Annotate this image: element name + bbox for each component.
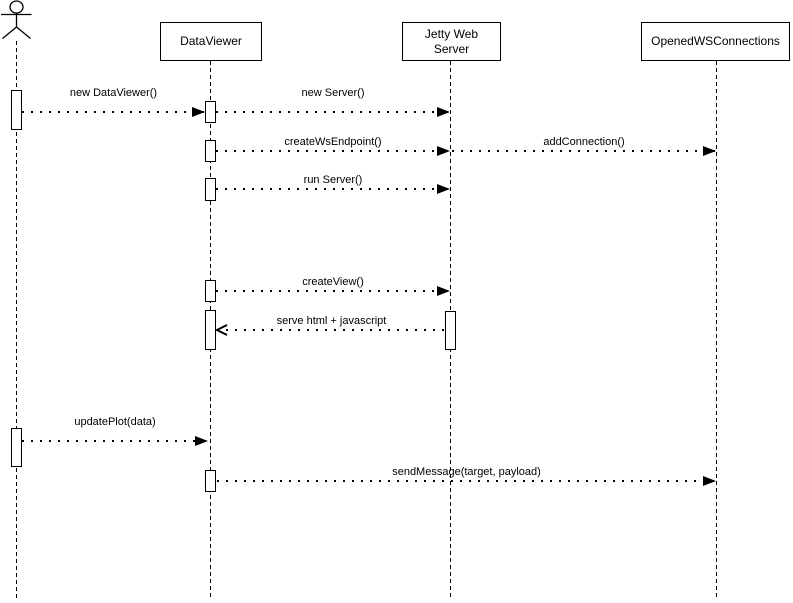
message-label: serve html + javascript [276,315,387,327]
message-label: createView() [302,276,364,288]
message-label: sendMessage(target, payload) [392,466,541,478]
message-label: updatePlot(data) [74,416,156,428]
participant-box-openedwsconnections: OpenedWSConnections [641,22,790,61]
participant-label: OpenedWSConnections [651,34,780,48]
message-label: createWsEndpoint() [284,136,382,148]
dotted-line [217,480,716,482]
participant-label: DataViewer [180,34,242,48]
message-label: run Server() [303,174,363,186]
dotted-line [22,111,205,113]
participant-box-dataviewer: DataViewer [160,22,262,61]
dotted-line [452,150,716,152]
arrowhead-icon [437,146,450,156]
arrowhead-icon [437,107,450,117]
dotted-line [216,111,450,113]
dotted-line [216,290,450,292]
arrowhead-icon [703,476,716,486]
activation-bar-actor-1 [11,90,22,130]
activation-bar-dataviewer-4 [205,280,216,302]
message-label: new Server() [301,87,365,99]
dotted-line [216,188,450,190]
participant-label: Jetty Web Server [424,26,479,56]
arrowhead-icon [703,146,716,156]
arrowhead-icon [437,286,450,296]
dotted-line [217,329,446,331]
open-arrowhead-icon [215,324,228,336]
activation-bar-dataviewer-3 [205,178,216,201]
lifeline-openedwsconnections [716,61,717,598]
message-label: addConnection() [543,136,625,148]
dotted-line [216,150,450,152]
dotted-line [22,440,208,442]
arrowhead-icon [437,184,450,194]
message-label: new DataViewer() [69,87,158,99]
actor-icon [1,0,32,40]
activation-bar-dataviewer-1 [205,101,216,123]
participant-box-jetty-web-server: Jetty Web Server [402,22,501,61]
activation-bar-dataviewer-6 [205,470,216,492]
activation-bar-actor-2 [11,428,22,467]
arrowhead-icon [192,107,205,117]
arrowhead-icon [195,436,208,446]
lifeline-actor [16,41,17,598]
activation-bar-dataviewer-2 [205,140,216,162]
